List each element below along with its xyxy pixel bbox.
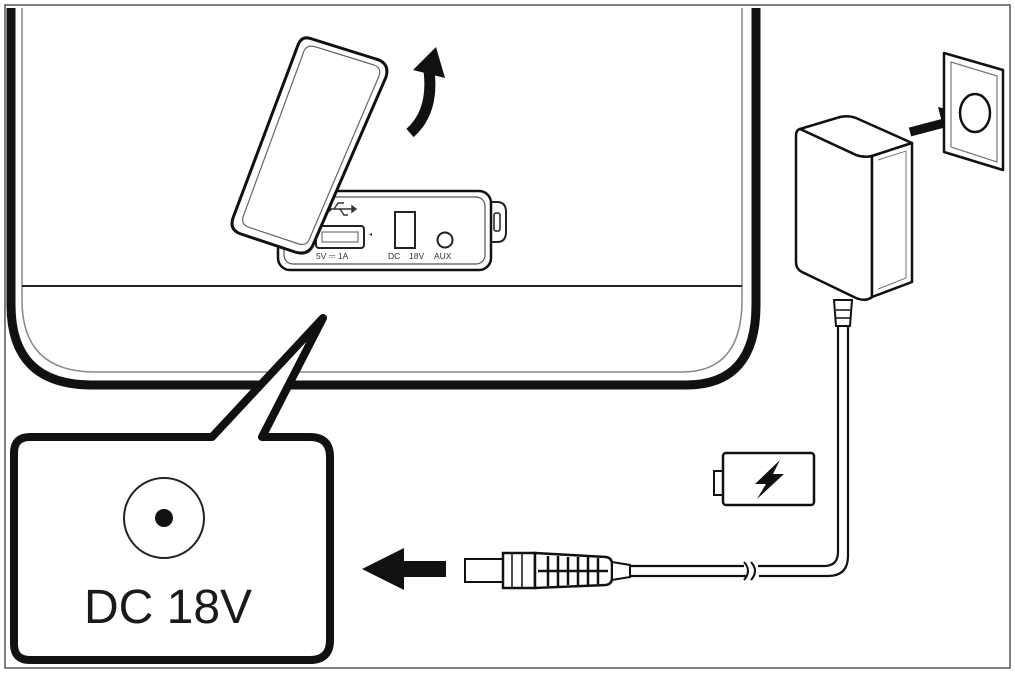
arrow-left-icon xyxy=(362,548,446,590)
battery-charging-icon xyxy=(713,451,816,507)
svg-text:◂: ◂ xyxy=(369,232,372,238)
callout-bubble: DC 18V xyxy=(10,314,334,664)
wall-outlet-icon xyxy=(942,51,1005,172)
power-cable xyxy=(630,299,854,581)
rear-connector-panel: ◂ 5V ⎓ 1A DC 18V AUX xyxy=(276,189,507,272)
dc-voltage-label: 18V xyxy=(409,251,424,261)
aux-jack-label: AUX xyxy=(434,251,452,261)
speaker-body xyxy=(6,8,761,390)
power-adapter xyxy=(794,114,914,301)
usb-port xyxy=(315,225,365,249)
dc-jack-label: DC xyxy=(388,251,400,261)
callout-label: DC 18V xyxy=(84,581,252,634)
dc-plug xyxy=(464,551,631,590)
port-cover-flap xyxy=(230,36,389,255)
usb-port-label: 5V ⎓ 1A xyxy=(316,251,349,261)
dc-socket-pin xyxy=(155,509,173,527)
aux-jack xyxy=(436,231,454,249)
dc-jack xyxy=(394,211,416,249)
curved-arrow-up-icon xyxy=(406,47,445,138)
